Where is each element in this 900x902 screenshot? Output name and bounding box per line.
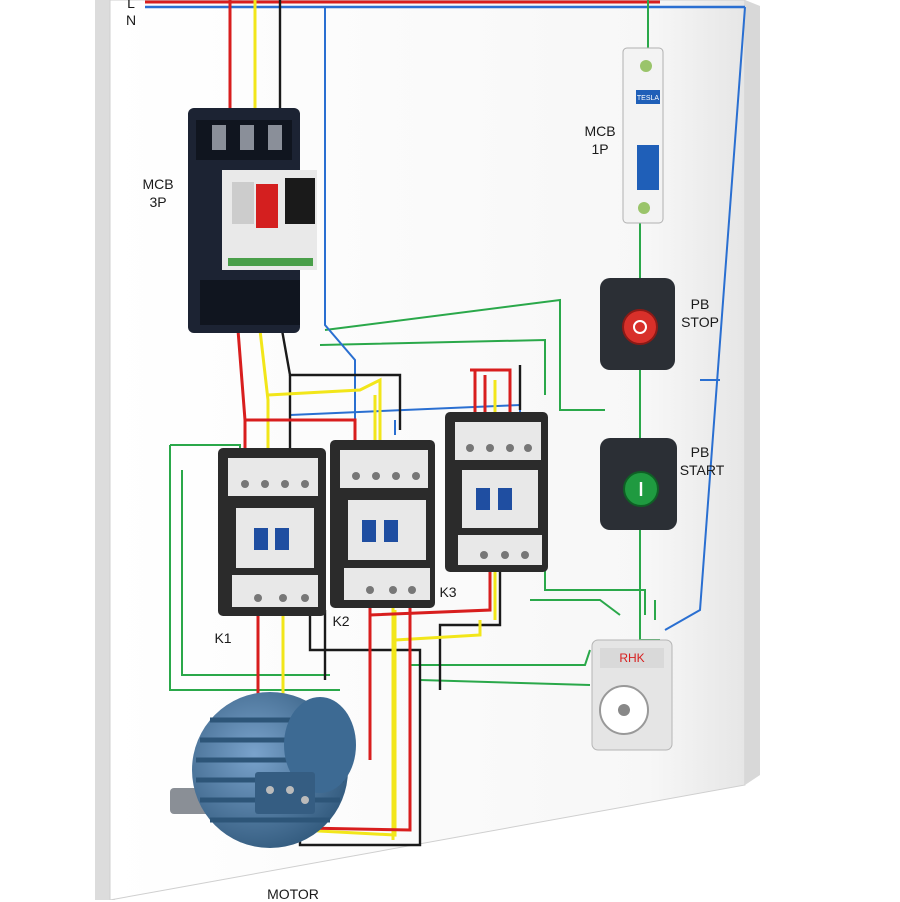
- timer-relay: [591, 639, 673, 751]
- mcb3p-label-line2: 3P: [149, 194, 167, 210]
- red-wires: [228, 0, 512, 832]
- mcb-1p: [622, 47, 664, 224]
- k2-label: K2: [332, 613, 350, 629]
- k1-label: K1: [214, 630, 232, 646]
- bus-label-l: L: [127, 0, 135, 11]
- pb-stop-label-line2: STOP: [681, 314, 719, 330]
- motor-label: MOTOR: [267, 886, 319, 902]
- pb-start-label-line1: PB: [690, 444, 710, 460]
- k3-label: K3: [439, 584, 457, 600]
- mcb-3p: [188, 108, 317, 333]
- contactor-k2: [330, 440, 435, 608]
- mcb1p-label-line2: 1P: [591, 141, 609, 157]
- board-edge: [745, 0, 760, 785]
- pb-start: [600, 438, 677, 530]
- pb-stop: [600, 278, 675, 370]
- timer-brand: RHK: [619, 651, 645, 665]
- pb-start-label-line2: START: [679, 462, 725, 478]
- pb-stop-label-line1: PB: [690, 296, 710, 312]
- mcb1p-brand: TESLA: [636, 95, 660, 102]
- bus-label-n: N: [125, 12, 137, 28]
- mcb3p-label-line1: MCB: [142, 176, 174, 192]
- contactor-k3: [445, 412, 548, 572]
- motor: [170, 692, 356, 848]
- contactor-k1: [218, 448, 326, 616]
- mcb1p-label-line1: MCB: [584, 123, 616, 139]
